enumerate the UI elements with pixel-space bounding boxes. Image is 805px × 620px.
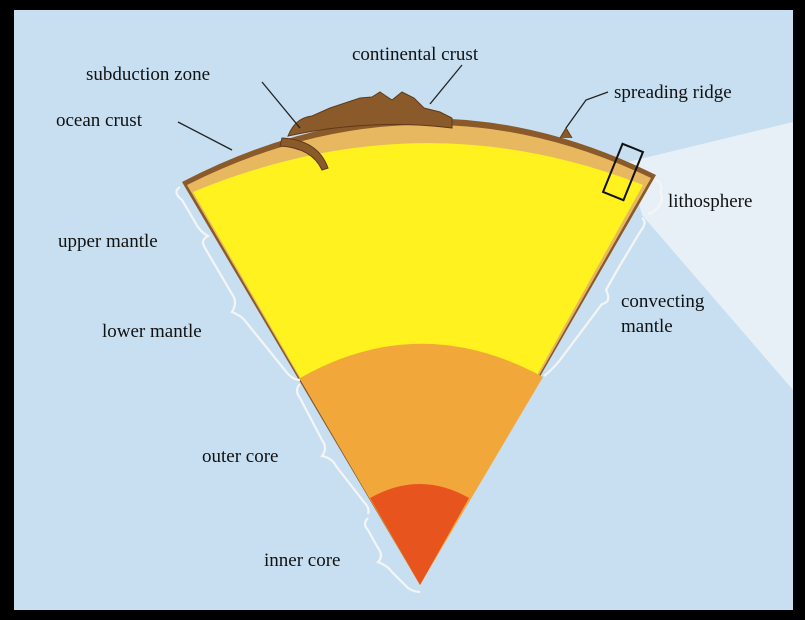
zoom-beam — [628, 122, 793, 390]
label-ocean-crust: ocean crust — [56, 110, 143, 131]
lithosphere-box — [601, 142, 645, 202]
label-outer-core: outer core — [202, 446, 278, 467]
ocean-crust-leader — [177, 121, 233, 151]
label-convecting-line2: mantle — [621, 316, 673, 337]
inner-core-brace — [363, 517, 421, 594]
continental-crust-shape — [287, 91, 453, 137]
label-spreading-ridge: spreading ridge — [614, 82, 732, 103]
outer-core-brace — [295, 383, 370, 515]
upper-lower-mantle-brace — [175, 186, 301, 382]
continental-crust-leader — [429, 64, 463, 105]
spreading-ridge-leader — [565, 91, 609, 129]
label-convecting-line1: convecting — [621, 291, 705, 312]
lithosphere-brace — [647, 179, 664, 216]
subducting-slab — [279, 137, 329, 171]
label-continental-crust: continental crust — [352, 44, 479, 65]
label-lithosphere: lithosphere — [668, 191, 752, 212]
label-subduction-zone: subduction zone — [86, 64, 210, 85]
label-upper-mantle: upper mantle — [58, 231, 158, 252]
outer-core-layer — [300, 343, 543, 585]
inner-core-layer — [370, 484, 469, 585]
label-inner-core: inner core — [264, 550, 340, 571]
convecting-mantle-brace — [543, 217, 646, 377]
label-lower-mantle: lower mantle — [102, 321, 202, 342]
subduction-zone-leader — [261, 81, 301, 129]
